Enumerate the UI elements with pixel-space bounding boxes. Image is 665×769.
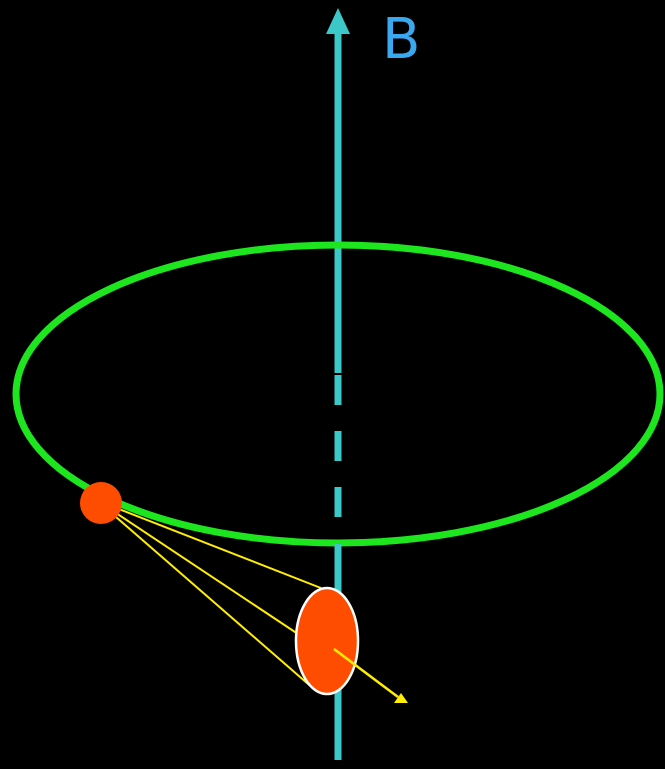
axis-particle	[296, 588, 358, 694]
field-label: B	[382, 12, 420, 68]
field-arrowhead	[326, 8, 350, 34]
orbiting-particle	[80, 482, 122, 524]
